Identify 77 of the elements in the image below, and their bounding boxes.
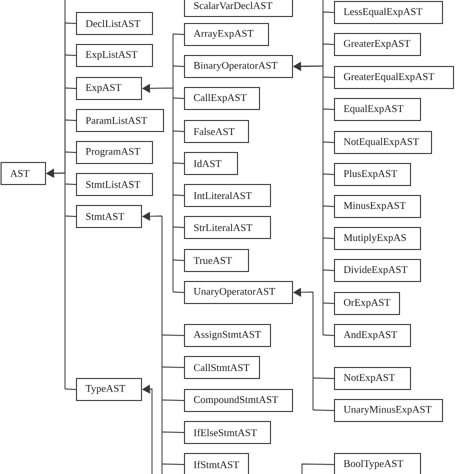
class-box: ScalarVarDeclAST <box>184 0 293 17</box>
class-box: BoolTypeAST <box>334 453 421 474</box>
connector-line <box>64 152 76 153</box>
connector-line <box>64 184 76 185</box>
class-box: ArrayExpAST <box>184 23 269 46</box>
connector-line <box>322 108 334 110</box>
connector-line <box>312 378 334 379</box>
class-box: IntLiteralAST <box>184 184 271 207</box>
connector-line <box>172 260 184 261</box>
class-box: BinaryOperatorAST <box>184 55 293 78</box>
connector-line <box>172 130 184 132</box>
class-box: IfElseStmtAST <box>184 421 271 444</box>
class-box: GreaterEqualExpAST <box>334 66 454 89</box>
class-box: LessEqualExpAST <box>334 1 443 24</box>
class-box: IdAST <box>184 152 238 175</box>
class-box: UnaryMinusExpAST <box>334 399 443 422</box>
connector-line <box>172 194 184 196</box>
connector-line <box>162 464 184 465</box>
connector-line <box>322 302 334 304</box>
connector-line <box>64 120 76 121</box>
arrow <box>142 384 334 474</box>
connector-line <box>162 334 184 336</box>
connector-line <box>64 88 76 89</box>
connector-line <box>172 162 184 164</box>
connector-line <box>322 334 334 336</box>
class-box: GreaterExpAST <box>334 33 421 56</box>
connector-line <box>64 388 76 390</box>
class-box: CallStmtAST <box>184 356 260 379</box>
connector-line <box>322 142 334 143</box>
class-box: ParamListAST <box>76 109 164 132</box>
class-box: StmtListAST <box>76 173 153 196</box>
class-box: StrLiteralAST <box>184 216 271 239</box>
connector-line <box>322 206 334 207</box>
class-box: ExpListAST <box>76 44 153 67</box>
class-box: AndExpAST <box>334 324 411 347</box>
connector-line <box>322 76 334 78</box>
class-box: NotExpAST <box>334 367 411 390</box>
class-box: CallExpAST <box>184 87 260 110</box>
connector-line <box>162 400 184 401</box>
class-box: OrExpAST <box>334 292 400 315</box>
connector-line <box>64 216 76 217</box>
class-box: AST <box>0 162 46 185</box>
class-box: EqualExpAST <box>334 98 421 121</box>
connector-line <box>322 270 334 271</box>
class-box: TrueAST <box>184 249 249 272</box>
connector-line <box>172 226 184 228</box>
arrow <box>142 34 174 292</box>
connector-line <box>172 34 184 35</box>
connector-line <box>172 292 184 293</box>
connector-line <box>162 432 184 433</box>
class-box: AssignStmtAST <box>184 324 271 347</box>
connector-line <box>162 366 184 368</box>
class-box: PlusExpAST <box>334 163 411 186</box>
arrow <box>293 0 324 71</box>
class-box: MutiplyExpAS <box>334 227 421 250</box>
class-box: ProgramAST <box>76 141 153 164</box>
class-box: StmtAST <box>76 205 142 228</box>
class-box: CompoundStmtAST <box>184 389 293 412</box>
connector-line <box>322 238 334 239</box>
class-box: ExpAST <box>76 77 142 100</box>
connector-line <box>312 410 334 411</box>
connector-line <box>322 44 334 45</box>
class-box: MinusExpAST <box>334 195 421 218</box>
class-box: DivideExpAST <box>334 259 421 282</box>
connector-line <box>322 12 334 13</box>
class-box: NotEqualExpAST <box>334 131 432 154</box>
arrow <box>46 0 66 178</box>
connector-line <box>172 98 184 99</box>
class-box: UnaryOperatorAST <box>184 281 293 304</box>
class-box: DeclListAST <box>76 12 153 35</box>
connector-line <box>322 174 334 175</box>
class-box: TypeAST <box>76 378 142 401</box>
connector-line <box>64 22 76 24</box>
class-box: FalseAST <box>184 120 249 143</box>
class-box: IfStmtAST <box>184 453 249 474</box>
connector-line <box>64 54 76 56</box>
connector-line <box>172 66 184 67</box>
